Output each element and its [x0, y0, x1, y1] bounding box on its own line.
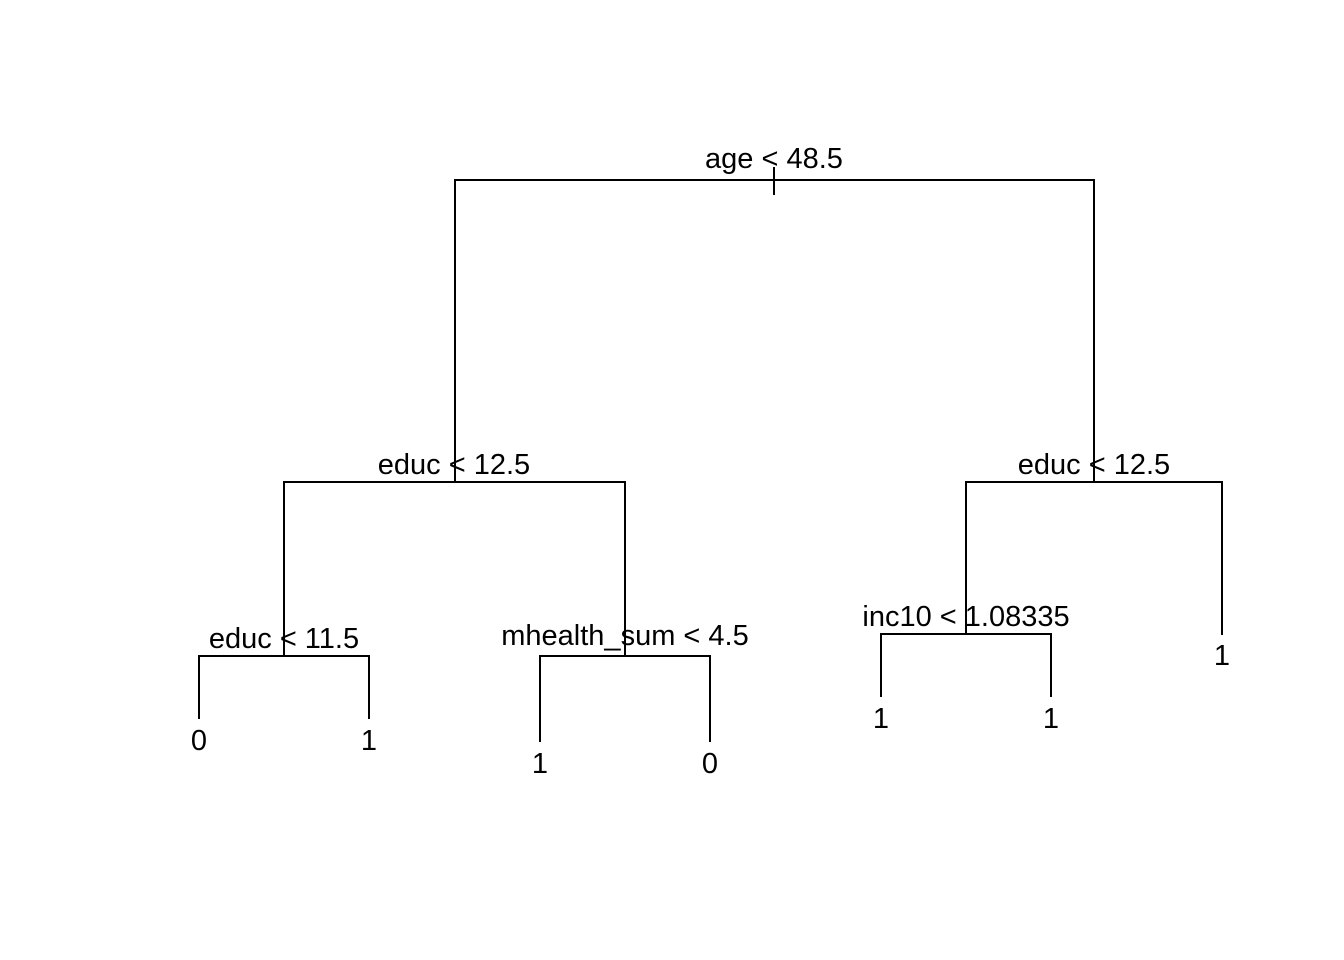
leaf-r-right: 1: [1214, 640, 1230, 672]
tree-node-left-left: educ < 11.5: [198, 623, 370, 719]
leaf-lr-right: 0: [702, 748, 718, 780]
tree-node-right: educ < 12.5: [965, 449, 1223, 635]
leaf-ll-right: 1: [361, 725, 377, 757]
tree-node-left: educ < 12.5: [283, 449, 626, 657]
right-split-label: educ < 12.5: [1018, 449, 1170, 481]
leaf-ll-left: 0: [191, 725, 207, 757]
tree-node-root: age < 48.5: [454, 143, 1095, 483]
tree-node-left-right: mhealth_sum < 4.5: [501, 620, 749, 742]
right-left-split-label: inc10 < 1.08335: [862, 601, 1069, 633]
leaf-lr-left: 1: [532, 748, 548, 780]
tree-node-right-left: inc10 < 1.08335: [862, 601, 1070, 697]
left-left-split-label: educ < 11.5: [209, 623, 359, 655]
leaf-rl-right: 1: [1043, 703, 1059, 735]
leaf-rl-left: 1: [873, 703, 889, 735]
root-split-label: age < 48.5: [705, 143, 843, 175]
left-right-split-label: mhealth_sum < 4.5: [501, 620, 748, 652]
left-split-label: educ < 12.5: [378, 449, 530, 481]
